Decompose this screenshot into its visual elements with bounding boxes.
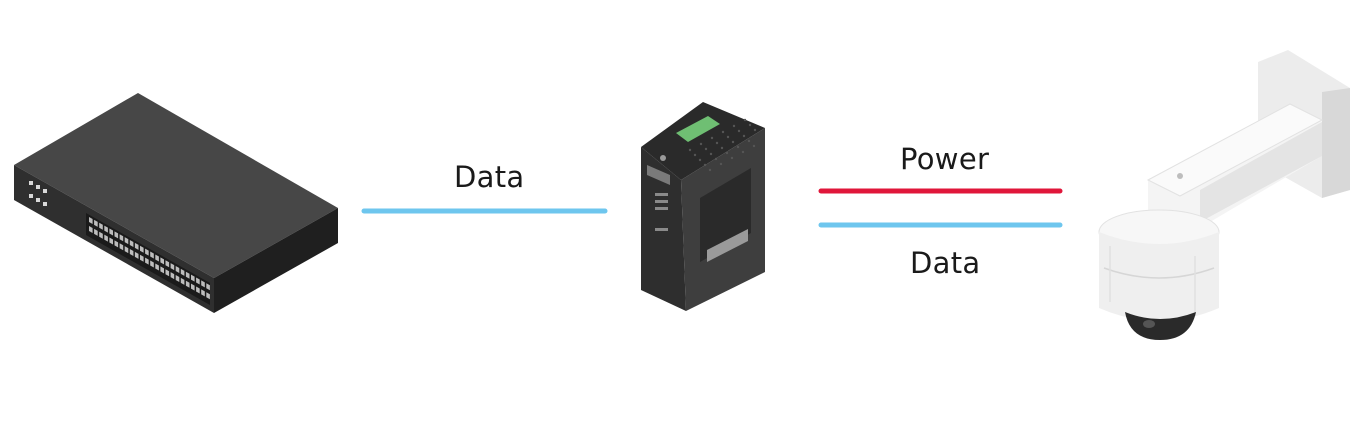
switch-port [99,231,103,239]
switch-port [89,226,93,233]
switch-port [165,260,170,268]
switch-port [150,251,154,259]
switch-port [201,289,205,297]
vent-dot [714,157,718,161]
switch-port [160,266,164,274]
vent-dot [743,118,747,122]
switch-port [129,249,134,257]
data-label-right: Data [910,246,981,280]
switch-port [150,260,154,268]
switch-port [145,257,149,265]
vent-dot [730,156,734,160]
vent-dot [698,158,702,162]
vent-dot [748,123,752,127]
switch-port [114,231,119,239]
vent-dot [753,128,757,132]
switch-port [191,283,195,291]
switch-port [140,245,144,253]
vent-dot [736,145,740,149]
vent-dot [752,144,756,148]
switch-port [119,243,124,251]
switch-port [185,280,190,288]
vent-dot [708,168,712,172]
switch-port [180,277,185,285]
switch-port [109,228,113,236]
vent-dot [726,135,730,139]
vent-dot [747,139,751,143]
switch-port [109,237,113,245]
switch-port [104,225,108,233]
vent-dot [703,163,707,167]
switch-port [155,263,159,271]
switch-port [129,240,134,248]
vent-dot [709,152,713,156]
switch-port [191,274,195,282]
switch-port [145,248,149,256]
switch-port [196,286,200,294]
switch-port [170,263,175,271]
vent-dot [693,153,697,157]
vent-dot [720,146,724,150]
switch-port [160,257,164,265]
vent-dot [688,148,692,152]
switch-port [170,272,175,280]
vent-dot [699,142,703,146]
switch-port [140,254,144,262]
vent-dot [741,150,745,154]
switch-port [124,246,129,254]
switch-port [134,251,139,259]
switch-port [94,228,98,236]
switch-port [175,274,180,282]
switch-port [119,234,124,242]
switch-port [114,240,119,248]
poe-midspan-icon [641,102,765,311]
switch-port [94,219,98,227]
vent-dot [732,124,736,128]
switch-port [206,292,210,300]
switch-port [165,269,170,277]
switch-port [206,283,210,291]
switch-port [155,254,159,262]
ptz-dome-camera-icon [1098,50,1350,340]
switch-port [180,268,185,276]
vent-dot [742,134,746,138]
switch-port [124,237,129,245]
vent-dot [710,136,714,140]
power-label: Power [900,142,990,176]
switch-port [104,234,108,242]
vent-dot [719,162,723,166]
vent-dot [721,130,725,134]
vent-dot [737,129,741,133]
switch-port [99,222,103,230]
switch-port [89,217,93,224]
vent-dot [715,141,719,145]
data-label-left: Data [454,160,525,194]
switch-port [175,265,180,273]
switch-port [134,242,139,250]
vent-dot [704,147,708,151]
vent-dot [725,151,729,155]
switch-port [196,277,200,285]
network-switch-icon [14,93,338,313]
switch-port [185,271,190,279]
vent-dot [731,140,735,144]
switch-port [201,280,205,288]
